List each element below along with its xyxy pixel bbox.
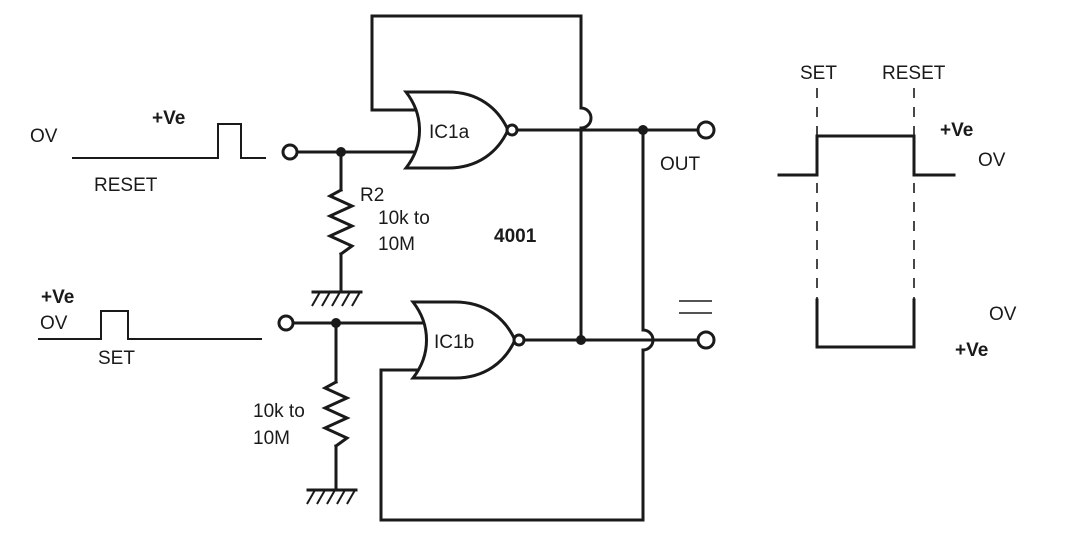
junction-r-bottom xyxy=(331,318,341,328)
resistor-bottom: 10k to 10M xyxy=(253,379,351,449)
reset-terminal xyxy=(281,143,299,161)
reset-pulse-label: +Ve xyxy=(152,108,185,129)
junction-r2 xyxy=(336,147,346,157)
chip-label: 4001 xyxy=(494,226,537,247)
set-input-label: SET xyxy=(98,348,135,369)
qbar-output-terminal xyxy=(696,330,716,350)
set-pulse-label: +Ve xyxy=(41,287,74,308)
gate-bottom-label: IC1b xyxy=(434,332,474,353)
set-zero-label: OV xyxy=(40,313,68,334)
nor-gate-ic1a: IC1a xyxy=(402,90,519,170)
r-bottom-value-line2: 10M xyxy=(253,428,290,449)
reset-input-waveform: OV +Ve RESET xyxy=(30,108,266,196)
timing-diagram: SET RESET +Ve OV OV +Ve xyxy=(777,63,1017,361)
timing-bottom-high-label: +Ve xyxy=(955,340,988,361)
timing-top-high-label: +Ve xyxy=(940,120,973,141)
junction-qbar xyxy=(576,335,586,345)
gate-top-label: IC1a xyxy=(429,122,470,143)
reset-input-label: RESET xyxy=(94,175,158,196)
resistor-r2: R2 10k to 10M xyxy=(326,185,430,257)
r-bottom-zigzag-icon xyxy=(321,379,351,449)
ground-bottom-icon xyxy=(306,488,358,505)
output-qbar-waveform xyxy=(815,298,916,349)
nor-gate-ic1b: IC1b xyxy=(409,300,526,380)
r2-value-line2: 10M xyxy=(378,234,415,255)
r2-name-label: R2 xyxy=(360,185,384,206)
nor-bottom-bubble xyxy=(512,333,526,347)
r2-value-line1: 10k to xyxy=(378,208,430,229)
r-bottom-value-line1: 10k to xyxy=(253,401,305,422)
set-pulse-trace xyxy=(38,310,262,340)
reset-pulse-trace xyxy=(72,123,266,159)
set-terminal xyxy=(277,314,295,332)
top-feedback-wire xyxy=(370,14,593,342)
timing-top-low-label: OV xyxy=(978,150,1006,171)
set-input-waveform: +Ve OV SET xyxy=(38,287,262,369)
nor-gate-top-icon xyxy=(402,90,510,170)
q-cross-wire xyxy=(379,128,655,522)
reset-zero-label: OV xyxy=(30,126,58,147)
nor-top-bubble xyxy=(505,123,519,137)
wiring xyxy=(292,14,698,522)
timing-set-label: SET xyxy=(800,63,837,84)
ground-top-icon xyxy=(311,290,363,307)
r2-zigzag-icon xyxy=(326,187,356,257)
timing-reset-label: RESET xyxy=(882,63,946,84)
junction-out xyxy=(638,125,648,135)
timing-bottom-low-label: OV xyxy=(989,304,1017,325)
output-q-waveform xyxy=(777,134,956,177)
nor-gate-bottom-icon xyxy=(409,300,517,380)
q-output-terminal xyxy=(696,120,716,140)
qbar-overbar-icon xyxy=(679,300,712,314)
q-output-label: OUT xyxy=(660,154,701,175)
junctions xyxy=(331,125,648,345)
